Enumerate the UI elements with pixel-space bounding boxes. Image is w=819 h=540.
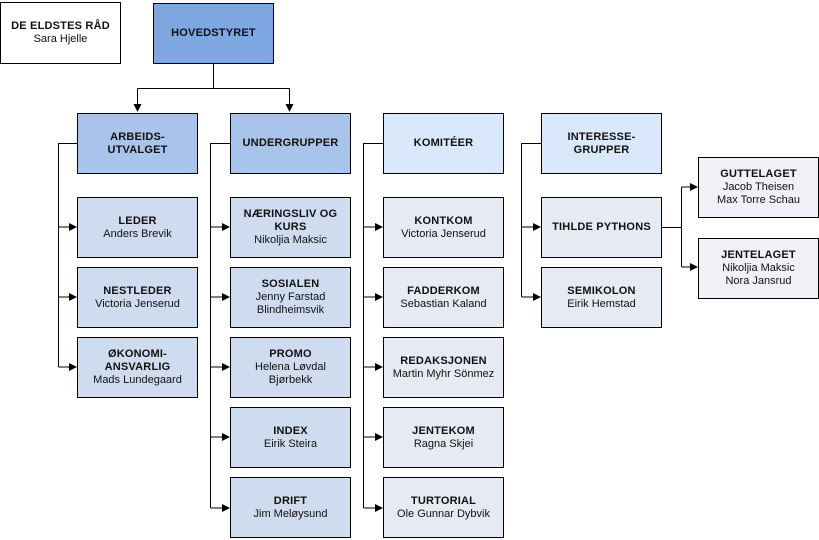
group-person-line1: Helena Løvdal	[255, 361, 326, 373]
interessegrupper-box: INTERESSE- GRUPPER	[541, 113, 662, 174]
tihlde-pythons-title: TIHLDE PYTHONS	[552, 221, 651, 233]
group-person-line2: Blindheimsvik	[256, 304, 325, 316]
guttelaget-person-line2: Max Torre Schau	[717, 194, 800, 206]
arbeidsutvalget-title-line1: ARBEIDS-	[110, 130, 165, 143]
semikolon-person: Eirik Hemstad	[567, 297, 636, 310]
committee-person: Victoria Jenserud	[401, 227, 486, 240]
komiteer-title: KOMITÉER	[413, 137, 474, 149]
member-title-line2: ANSVARLIG	[104, 361, 171, 373]
committee-title: TURTORIAL	[410, 494, 477, 507]
committee-person: Sebastian Kaland	[400, 297, 487, 310]
member-title-line1: ØKONOMI-	[107, 348, 168, 360]
okonomiansvarlig-box: ØKONOMI- ANSVARLIG Mads Lundegaard	[77, 337, 198, 398]
connector-undergrupper-spine	[210, 143, 230, 508]
group-title: INDEX	[273, 424, 308, 437]
group-person: Eirik Steira	[263, 437, 318, 450]
redaksjonen-box: REDAKSJONEN Martin Myhr Sönmez	[383, 337, 504, 398]
arbeidsutvalget-title-line2: UTVALGET	[107, 143, 168, 156]
naeringsliv-box: NÆRINGSLIV OG KURS Nikoljia Maksic	[230, 197, 351, 258]
promo-box: PROMO Helena Løvdal Bjørbekk	[230, 337, 351, 398]
tihlde-pythons-box: TIHLDE PYTHONS	[541, 197, 662, 258]
committee-title: JENTEKOM	[412, 424, 475, 437]
semikolon-box: SEMIKOLON Eirik Hemstad	[541, 267, 662, 328]
nestleder-box: NESTLEDER Victoria Jenserud	[77, 267, 198, 328]
hovedstyret-title: HOVEDSTYRET	[171, 27, 256, 39]
committee-person: Martin Myhr Sönmez	[392, 367, 495, 380]
turtorial-box: TURTORIAL Ole Gunnar Dybvik	[383, 477, 504, 538]
committee-title: FADDERKOM	[407, 284, 480, 297]
member-person: Anders Brevik	[103, 227, 172, 240]
drift-box: DRIFT Jim Meløysund	[230, 477, 351, 538]
leder-box: LEDER Anders Brevik	[77, 197, 198, 258]
jentelaget-person-line2: Nora Jansrud	[725, 275, 792, 287]
eldstes-rad-box: DE ELDSTES RÅD Sara Hjelle	[0, 2, 121, 64]
arbeidsutvalget-box: ARBEIDS- UTVALGET	[77, 113, 198, 174]
kontkom-box: KONTKOM Victoria Jenserud	[383, 197, 504, 258]
eldstes-rad-title: DE ELDSTES RÅD	[11, 20, 110, 32]
group-person-line1: Jenny Farstad	[255, 291, 326, 303]
member-title: NESTLEDER	[103, 284, 172, 297]
interessegrupper-title-line2: GRUPPER	[573, 143, 630, 156]
member-person: Victoria Jenserud	[95, 297, 180, 310]
interessegrupper-title-line1: INTERESSE-	[567, 130, 636, 143]
komiteer-box: KOMITÉER	[383, 113, 504, 174]
index-box: INDEX Eirik Steira	[230, 407, 351, 468]
group-person: Nikoljia Maksic	[254, 234, 327, 246]
guttelaget-title: GUTTELAGET	[720, 168, 797, 180]
guttelaget-person-line1: Jacob Theisen	[722, 181, 795, 193]
connector-arbeidsutvalget-spine	[58, 143, 77, 367]
group-title: SOSIALEN	[261, 278, 320, 290]
jentelaget-title: JENTELAGET	[721, 249, 796, 261]
group-person-line2: Bjørbekk	[268, 374, 313, 386]
undergrupper-box: UNDERGRUPPER	[230, 113, 351, 174]
sosialen-box: SOSIALEN Jenny Farstad Blindheimsvik	[230, 267, 351, 328]
group-title-line2: KURS	[274, 221, 307, 233]
group-person: Jim Meløysund	[253, 507, 328, 520]
committee-person: Ole Gunnar Dybvik	[397, 507, 490, 520]
member-title: LEDER	[118, 214, 157, 227]
hovedstyret-box: HOVEDSTYRET	[153, 3, 274, 64]
committee-title: KONTKOM	[414, 214, 473, 227]
jentelaget-box: JENTELAGET Nikoljia Maksic Nora Jansrud	[698, 238, 819, 299]
guttelaget-box: GUTTELAGET Jacob Theisen Max Torre Schau	[698, 157, 819, 218]
member-person: Mads Lundegaard	[93, 374, 182, 386]
semikolon-title: SEMIKOLON	[567, 284, 636, 297]
jentekom-box: JENTEKOM Ragna Skjei	[383, 407, 504, 468]
group-title: PROMO	[269, 348, 312, 360]
connector-komiteer-spine	[363, 143, 383, 508]
eldstes-rad-person: Sara Hjelle	[33, 33, 88, 45]
connector-interessegrupper-spine	[521, 143, 541, 297]
undergrupper-title: UNDERGRUPPER	[242, 137, 339, 149]
committee-person: Ragna Skjei	[413, 437, 474, 450]
fadderkom-box: FADDERKOM Sebastian Kaland	[383, 267, 504, 328]
group-title-line1: NÆRINGSLIV OG	[243, 208, 338, 220]
jentelaget-person-line1: Nikoljia Maksic	[722, 262, 795, 274]
group-title: DRIFT	[273, 494, 308, 507]
committee-title: REDAKSJONEN	[400, 354, 487, 367]
